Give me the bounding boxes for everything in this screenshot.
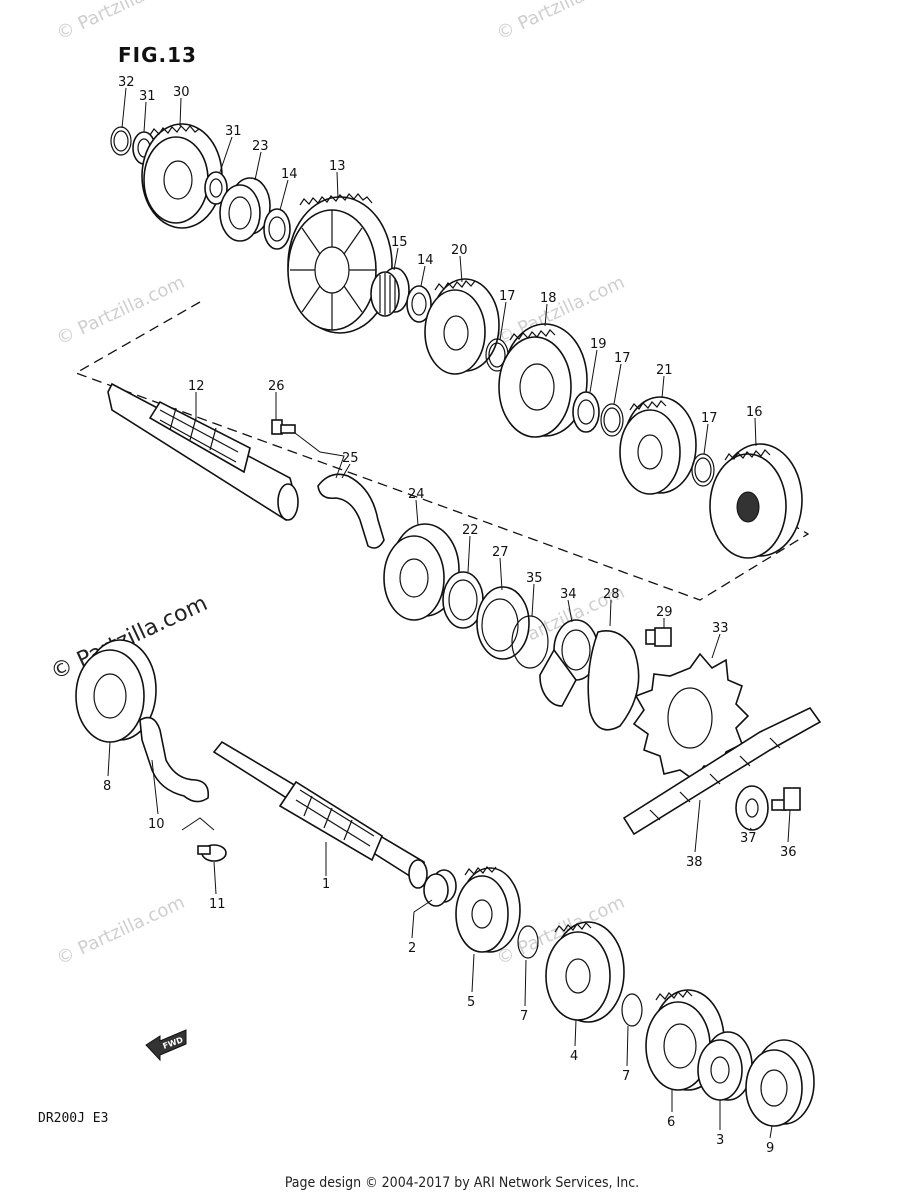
figure-title: FIG.13 xyxy=(118,43,197,67)
callout-7: 7 xyxy=(520,1009,528,1024)
part-31-washer-b xyxy=(204,171,228,205)
callout-10: 10 xyxy=(148,817,165,832)
part-19-washer xyxy=(572,391,600,433)
part-23-bushing xyxy=(219,177,271,242)
watermark: © Partzilla.com xyxy=(493,0,628,45)
part-32-circlip xyxy=(110,126,132,156)
callout-7b: 7 xyxy=(622,1069,630,1084)
part-13-gear xyxy=(287,193,393,334)
part-38-chain xyxy=(622,706,822,836)
part-37-washer xyxy=(735,785,769,831)
callout-23: 23 xyxy=(252,139,269,154)
part-3-gear xyxy=(697,1031,753,1101)
part-14-washer xyxy=(263,208,291,250)
part-36-bolt xyxy=(771,787,801,811)
callout-4: 4 xyxy=(570,1049,578,1064)
callout-29: 29 xyxy=(656,605,673,620)
part-4-gear xyxy=(545,921,625,1023)
callout-17c: 17 xyxy=(701,411,718,426)
callout-18: 18 xyxy=(540,291,557,306)
callout-30: 30 xyxy=(173,85,190,100)
callout-3: 3 xyxy=(716,1133,724,1148)
callout-17: 17 xyxy=(499,289,516,304)
part-10-bracket xyxy=(139,716,210,803)
part-18-gear xyxy=(498,323,588,438)
part-17-circlip-c xyxy=(691,453,715,487)
callout-1: 1 xyxy=(322,877,330,892)
leader-lines xyxy=(107,87,791,1139)
part-15-needle-bearing xyxy=(370,267,410,317)
callout-25: 25 xyxy=(342,451,359,466)
callout-15: 15 xyxy=(391,235,408,250)
part-9-bearing xyxy=(745,1039,815,1127)
part-7-circlip xyxy=(517,925,539,959)
callout-12: 12 xyxy=(188,379,205,394)
part-27-oil-seal xyxy=(476,586,530,660)
callout-5: 5 xyxy=(467,995,475,1010)
callout-34: 34 xyxy=(560,587,577,602)
callout-16: 16 xyxy=(746,405,763,420)
callout-22: 22 xyxy=(462,523,479,538)
part-34-spacer xyxy=(539,619,599,707)
footer-copyright: Page design © 2004-2017 by ARI Network S… xyxy=(284,1175,640,1191)
part-29-bolt xyxy=(645,627,672,647)
callout-14: 14 xyxy=(281,167,298,182)
fwd-arrow-icon: FWD xyxy=(145,1029,187,1062)
watermark: © Partzilla.com xyxy=(53,0,188,45)
part-28-plate xyxy=(587,630,640,731)
part-16-gear xyxy=(709,443,803,559)
watermark: © Partzilla.com xyxy=(53,272,188,350)
callout-32: 32 xyxy=(118,75,135,90)
part-11-screw xyxy=(197,844,227,862)
callout-26: 26 xyxy=(268,379,285,394)
callout-24: 24 xyxy=(408,487,425,502)
callout-13: 13 xyxy=(329,159,346,174)
callout-31: 31 xyxy=(139,89,156,104)
part-14-washer-b xyxy=(406,285,432,323)
callout-33: 33 xyxy=(712,621,729,636)
model-code: DR200J E3 xyxy=(38,1111,108,1126)
callout-35: 35 xyxy=(526,571,543,586)
callout-27: 27 xyxy=(492,545,509,560)
callout-37: 37 xyxy=(740,831,757,846)
callout-31b: 31 xyxy=(225,124,242,139)
callout-labels: 32 31 30 31 23 14 13 15 14 20 17 18 19 1… xyxy=(103,75,797,1156)
part-5-gear xyxy=(455,866,521,953)
callout-9: 9 xyxy=(766,1141,774,1156)
part-30-gear xyxy=(141,123,223,229)
callout-36: 36 xyxy=(780,845,797,860)
callout-17b: 17 xyxy=(614,351,631,366)
part-1-mainshaft xyxy=(212,740,428,889)
part-17-circlip-b xyxy=(600,403,624,437)
part-7-circlip-b xyxy=(621,993,643,1027)
part-25-bracket xyxy=(317,473,385,549)
part-35-o-ring xyxy=(511,615,549,669)
part-24-bearing xyxy=(383,523,460,621)
callout-28: 28 xyxy=(603,587,620,602)
part-26-bolt xyxy=(271,419,296,435)
callout-21: 21 xyxy=(656,363,673,378)
callout-19: 19 xyxy=(590,337,607,352)
part-12-countershaft xyxy=(107,382,299,522)
part-20-gear xyxy=(424,278,500,375)
callout-6: 6 xyxy=(667,1115,675,1130)
part-2-needle-bearing xyxy=(423,869,457,907)
callout-20: 20 xyxy=(451,243,468,258)
callout-2: 2 xyxy=(408,941,416,956)
callout-14b: 14 xyxy=(417,253,434,268)
part-22-ring xyxy=(442,571,484,629)
part-21-gear xyxy=(619,396,697,495)
watermark: © Partzilla.com xyxy=(53,892,188,970)
callout-11: 11 xyxy=(209,897,226,912)
callout-8: 8 xyxy=(103,779,111,794)
callout-38: 38 xyxy=(686,855,703,870)
